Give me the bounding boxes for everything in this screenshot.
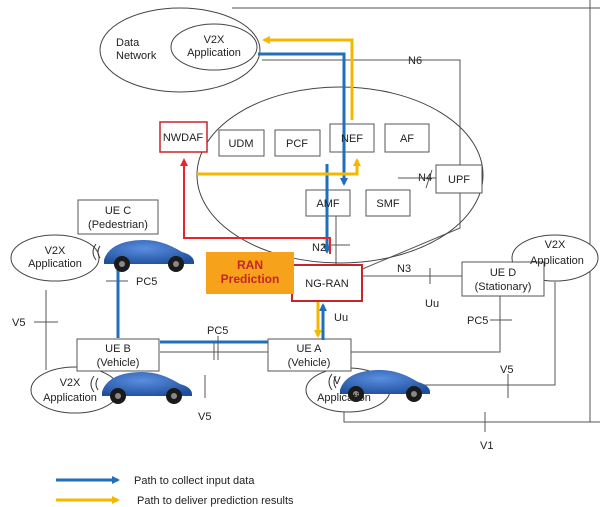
data-network-label: Data [116,37,140,49]
nef-box [329,123,375,153]
ng-ran-box [291,264,363,302]
car-icon [102,372,192,404]
v2x-application-right-label: V2X [545,239,566,251]
udm-box [218,129,265,157]
af-box [384,123,430,153]
ue-b-label-2: (Vehicle) [97,357,140,369]
v5-ue-a-label: V5 [500,364,513,376]
v2x-application-ue-a-label-2: Application [317,392,371,404]
ran-prediction-label-2: Prediction [221,272,280,286]
v2x-application-ue-b-label-2: Application [43,392,97,404]
v2x-application-left-label-2: Application [28,258,82,270]
v5-left-label: V5 [12,317,25,329]
v2x-application-top-label: V2X [204,34,225,46]
ue-c-box [77,199,159,235]
v2x-application-ue-a-label: V [333,375,341,387]
pc5-ue-c-label: PC5 [136,276,157,288]
smf-box [365,189,411,217]
pc5-ue-ab-label: PC5 [207,325,228,337]
v1-label: V1 [480,440,493,452]
ue-a-label: UE A [296,343,322,355]
v2x-application-right-label-2: Application [530,255,584,267]
ue-a-label-2: (Vehicle) [288,357,331,369]
v2x-application-top [170,23,258,71]
nwdaf-path [180,158,331,254]
ue-d-box [461,261,545,297]
uu-ng-ran-label: Uu [334,312,348,324]
n6-label: N6 [408,55,422,67]
ng-ran-label: NG-RAN [305,278,348,290]
data-network-label-2: Network [116,50,157,62]
nwdaf-label: NWDAF [163,132,204,144]
udm-label: UDM [228,138,253,150]
ue-b-label: UE B [105,343,131,355]
amf-label: AMF [316,198,340,210]
pcf-label: PCF [286,138,308,150]
n3-label: N3 [397,263,411,275]
af-label: AF [400,133,414,145]
nwdaf-box [159,121,208,153]
v2x-application-left [10,234,100,282]
ue-b-box [76,338,160,372]
v5-ue-b-label: V5 [198,411,211,423]
legend: Path to collect input data Path to deliv… [56,475,294,507]
upf-label: UPF [448,174,470,186]
legend-collect-label: Path to collect input data [134,475,255,487]
ue-d-label-2: (Stationary) [475,281,532,293]
v2x-application-left-label: V2X [45,245,66,257]
car-icon [104,240,194,272]
ue-c-label-2: (Pedestrian) [88,219,148,231]
v2x-application-top-label-2: Application [187,47,241,59]
smf-label: SMF [376,198,400,210]
v2x-application-ue-b-label: V2X [60,377,81,389]
ue-a-box [267,338,352,372]
pcf-box [274,129,321,157]
wireless-signal-icon [90,243,337,393]
ran-prediction-box [206,252,294,294]
nef-label: NEF [341,133,363,145]
n2-label: N2 [312,242,326,254]
uu-ue-d-label: Uu [425,298,439,310]
ue-c-label: UE C [105,205,131,217]
car-icon [340,370,430,402]
pc5-ue-d-label: PC5 [467,315,488,327]
connection-lines [34,0,600,432]
legend-deliver-label: Path to deliver prediction results [137,495,294,507]
deliver-path [197,36,361,338]
upf-box [435,164,483,194]
ue-d-label: UE D [490,267,516,279]
n4-label: N4 [418,172,432,184]
ran-prediction-label: RAN [237,258,263,272]
